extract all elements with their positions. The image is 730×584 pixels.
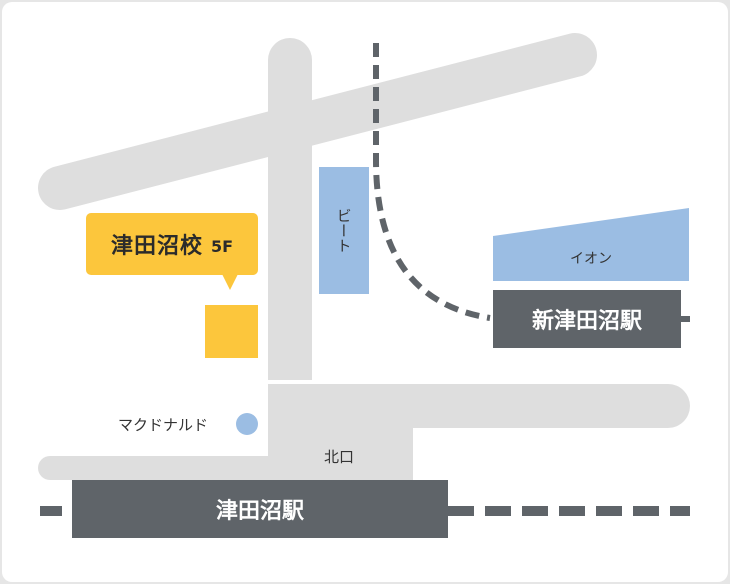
roads xyxy=(38,33,690,480)
landmark-mcdonalds-label: マクドナルド xyxy=(118,416,209,434)
station-shin-tsudanuma-label: 新津田沼駅 xyxy=(531,309,642,334)
east-road xyxy=(268,384,690,428)
vertical-road xyxy=(268,38,312,380)
school-name: 津田沼校 xyxy=(110,234,203,259)
station-shin-tsudanuma[interactable]: 新津田沼駅 xyxy=(493,290,681,348)
north-exit-plaza xyxy=(268,420,413,480)
callout-pointer xyxy=(222,274,238,290)
north-exit-label: 北口 xyxy=(324,448,355,466)
school-floor: 5F xyxy=(210,236,234,256)
station-tsudanuma-label: 津田沼駅 xyxy=(215,499,304,524)
beat-building-shape xyxy=(319,167,369,294)
building-beat-label: ビート xyxy=(334,208,353,253)
school-marker-square[interactable] xyxy=(205,305,258,358)
south-road xyxy=(38,456,290,480)
diagonal-road xyxy=(38,33,597,210)
aeon-building-shape xyxy=(493,208,689,281)
school-callout[interactable]: 津田沼校 5F xyxy=(86,213,258,275)
building-aeon-label: イオン xyxy=(570,251,612,267)
shin-railway-line xyxy=(373,43,491,321)
station-tsudanuma[interactable]: 津田沼駅 xyxy=(72,480,448,538)
circle-marker-icon xyxy=(236,413,258,435)
building-beat: ビート xyxy=(319,167,369,294)
building-aeon: イオン xyxy=(493,238,689,278)
